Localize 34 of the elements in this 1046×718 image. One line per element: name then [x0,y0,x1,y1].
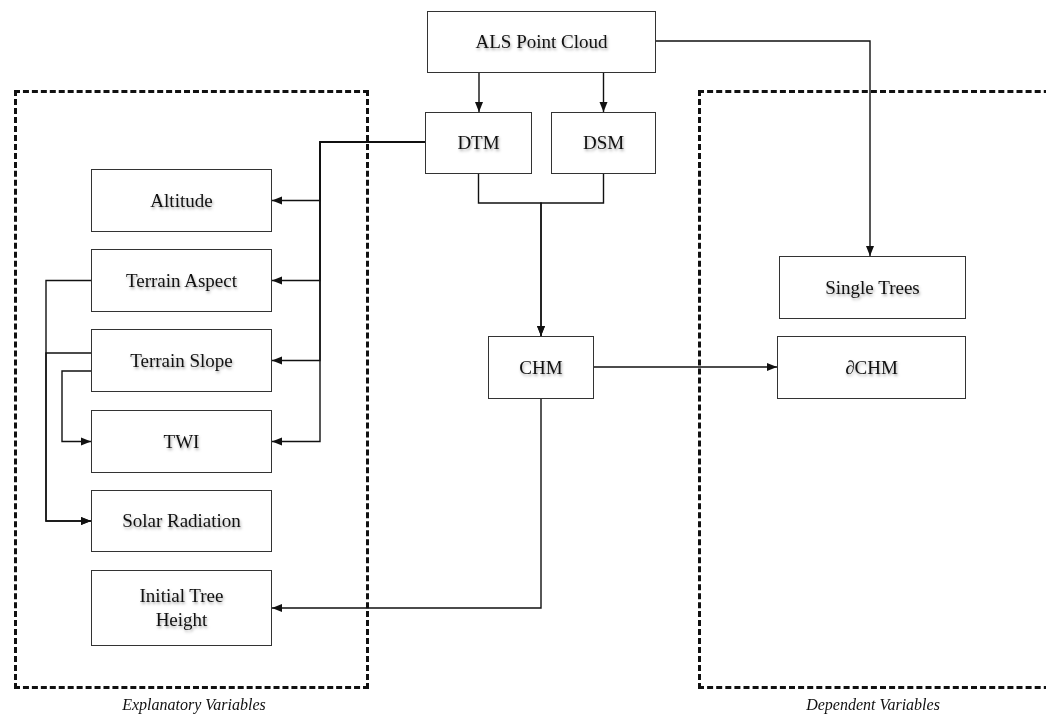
box-label: TWI [163,429,200,454]
connector-arrow [537,173,605,337]
process-box [91,169,272,232]
box-label: Altitude [150,188,213,213]
group-caption: Dependent Variables [806,696,940,714]
connector-arrow [593,363,778,371]
box-label: ALS Point Cloud [475,30,608,54]
connector-arrow [61,370,92,446]
process-box [425,112,532,174]
process-box [91,249,272,312]
process-box [91,410,272,473]
box-label: Single Trees [825,275,920,300]
box-label: Solar Radiation [122,509,241,533]
process-box [427,11,656,73]
box-label: DTM [457,131,500,155]
process-box [91,329,272,392]
box-label: ∂CHM [845,355,898,380]
connector-arrow [475,72,483,113]
connector-arrow [271,398,542,612]
box-label: Terrain Slope [130,348,233,373]
box-label: Initial Tree Height [138,584,225,632]
process-box [779,256,966,319]
process-box [91,490,272,552]
process-box [777,336,966,399]
process-box [551,112,656,174]
process-box [91,570,272,646]
group-caption: Explanatory Variables [122,696,266,714]
box-label: CHM [519,355,563,380]
connector-arrow [655,40,874,257]
connector-arrow [45,352,92,525]
box-label: DSM [582,131,625,155]
connector-arrow [599,72,608,113]
box-label: Terrain Aspect [125,268,237,293]
process-box [488,336,594,399]
